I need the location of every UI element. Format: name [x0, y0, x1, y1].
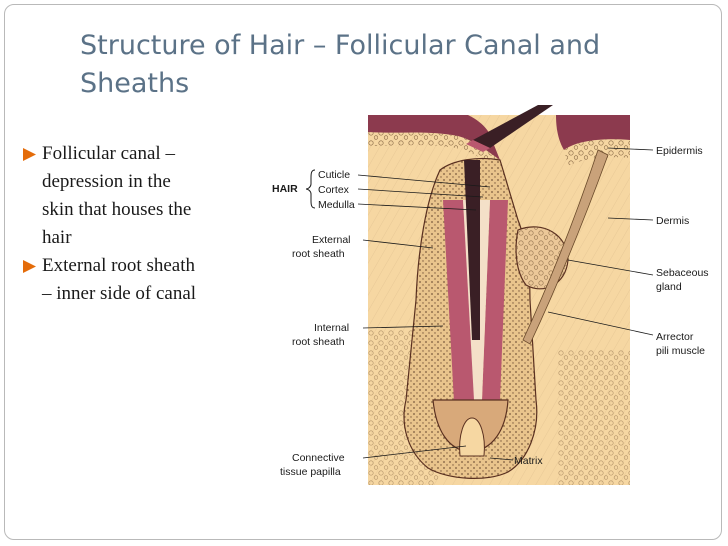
label-arrector-1: Arrector	[656, 331, 694, 343]
slide-title-line-1: Structure of Hair – Follicular Canal and	[80, 27, 680, 65]
label-hair: HAIR	[272, 183, 298, 195]
bullet-item-follicular-canal: Follicular canal – depression in the ski…	[22, 140, 252, 252]
label-sebaceous-1: Sebaceous	[656, 267, 709, 279]
hair-brace	[306, 170, 315, 208]
slide-title-line-2: Sheaths	[80, 65, 680, 103]
bullet-item-external-root-sheath: External root sheath – inner side of can…	[22, 252, 252, 308]
hair-follicle-svg: HAIR Cuticle Cortex Medulla External roo…	[268, 100, 718, 490]
label-connective-1: Connective	[292, 452, 345, 464]
label-internal-2: root sheath	[292, 336, 345, 348]
label-cortex: Cortex	[318, 184, 350, 196]
label-cuticle: Cuticle	[318, 169, 350, 181]
bullet-text: External root sheath	[42, 252, 252, 280]
bullet-text: depression in the	[42, 168, 252, 196]
bullet-text: hair	[42, 224, 252, 252]
label-sebaceous-2: gland	[656, 281, 682, 293]
label-connective-2: tissue papilla	[280, 466, 341, 478]
label-external-1: External	[312, 234, 351, 246]
dermis-cells-right	[558, 350, 630, 485]
bullet-list: Follicular canal – depression in the ski…	[22, 140, 252, 308]
hair-follicle-diagram: HAIR Cuticle Cortex Medulla External roo…	[268, 100, 718, 490]
label-dermis: Dermis	[656, 215, 689, 227]
label-epidermis: Epidermis	[656, 145, 703, 157]
label-matrix: Matrix	[514, 455, 543, 467]
label-internal-1: Internal	[314, 322, 349, 334]
bullet-text: Follicular canal –	[42, 140, 252, 168]
slide-title: Structure of Hair – Follicular Canal and…	[80, 27, 680, 103]
label-external-2: root sheath	[292, 248, 345, 260]
bullet-text: skin that houses the	[42, 196, 252, 224]
bullet-text: – inner side of canal	[42, 280, 252, 308]
label-arrector-2: pili muscle	[656, 345, 705, 357]
label-medulla: Medulla	[318, 199, 355, 211]
